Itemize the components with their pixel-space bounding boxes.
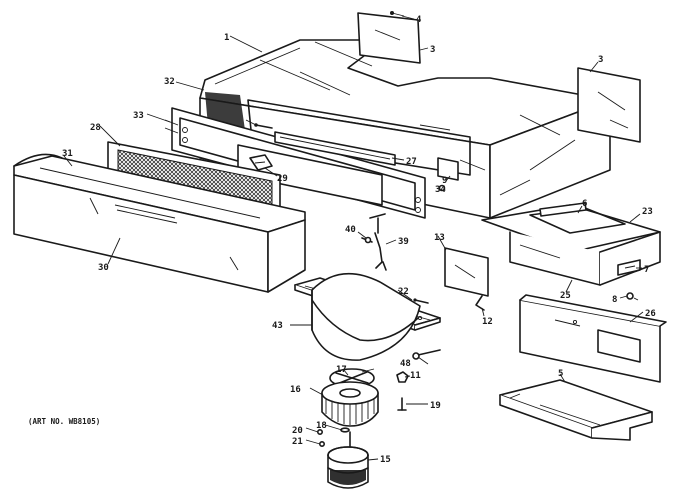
callout-17: 17 [336,365,347,375]
callout-18: 18 [316,421,327,431]
callout-43: 43 [272,321,283,331]
side-cover-plate [577,67,641,143]
rating-label [437,157,459,181]
callout-20: 20 [292,426,303,436]
leader-lines [63,15,644,461]
callout-26: 26 [645,309,656,319]
blower-housing [294,272,441,361]
callout-11: 11 [410,371,421,381]
callout-27: 27 [406,157,417,167]
switch-bracket [237,144,383,206]
callout-28: 28 [90,123,101,133]
light-channel [274,131,396,166]
cover-plate-small [444,247,489,297]
callout-25: 25 [560,291,571,301]
wheel-washer [340,427,350,433]
housing-screw [413,298,429,304]
motor-screw [397,397,407,411]
callout-labels: 1 4 3 3 32 33 28 27 29 34 9 31 30 40 39 … [62,15,656,465]
callout-9: 9 [442,176,447,186]
callout-15: 15 [380,455,391,465]
power-cord-clamp [361,213,387,271]
duct-screw [619,292,634,300]
base-channel [499,379,653,441]
callout-40: 40 [345,225,356,235]
callout-22: 22 [398,287,409,297]
callout-13: 13 [434,233,445,243]
art-number: (ART NO. WB8105) [28,417,100,426]
callout-21: 21 [292,437,303,447]
callout-3a: 3 [430,45,435,55]
callout-7: 7 [644,265,649,275]
callout-4: 4 [416,15,422,25]
front-trim-panel [13,153,306,293]
callout-16: 16 [290,385,301,395]
callout-32: 32 [164,77,175,87]
callout-33: 33 [133,111,144,121]
damper-bracket [519,294,667,383]
callout-31: 31 [62,149,73,159]
blower-wheel [321,368,379,427]
callout-6: 6 [582,199,587,209]
callout-48: 48 [400,359,411,369]
top-cover-plate [357,11,421,64]
callout-39: 39 [398,237,409,247]
callout-3b: 3 [598,55,603,65]
grommet [438,184,446,192]
callout-34: 34 [435,185,446,195]
callout-8: 8 [612,295,617,305]
hex-nut [396,371,409,383]
spring-clip [475,295,485,311]
duct-transition [481,202,661,286]
callout-19: 19 [430,401,441,411]
callout-29: 29 [277,174,288,184]
blower-rod [412,349,441,360]
blower-motor [327,431,369,489]
callout-5: 5 [558,369,563,379]
callout-1: 1 [224,33,229,43]
callout-12: 12 [482,317,493,327]
callout-23: 23 [642,207,653,217]
callout-30: 30 [98,263,109,273]
